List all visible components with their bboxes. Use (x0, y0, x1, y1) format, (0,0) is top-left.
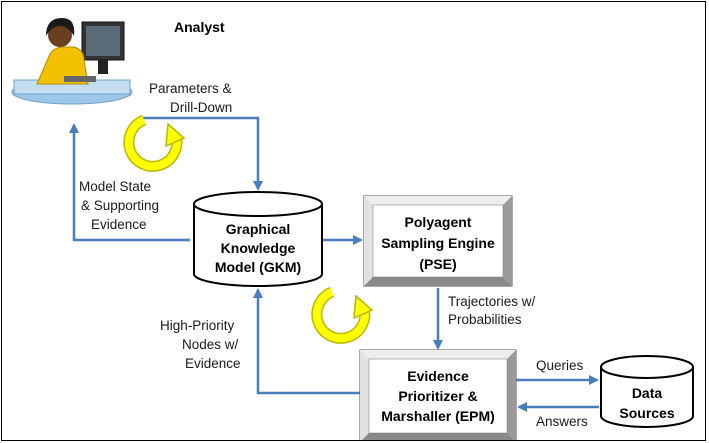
trajectories-line-1: Trajectories w/ (448, 294, 536, 309)
high-priority-label: High-Priority Nodes w/ Evidence (160, 318, 241, 371)
epm-node: Evidence Prioritizer & Marshaller (EPM) (359, 349, 517, 440)
queries-label: Queries (536, 358, 584, 373)
model-state-label: Model State & Supporting Evidence (79, 179, 159, 232)
model-state-line-3: Evidence (91, 217, 147, 232)
gkm-node: Graphical Knowledge Model (GKM) (193, 191, 323, 287)
pse-line-2: Sampling Engine (381, 235, 495, 251)
analyst-to-gkm-arrow (142, 116, 263, 191)
parameters-line-1: Parameters & (149, 81, 232, 96)
analyst-at-computer-icon (11, 18, 133, 105)
epm-to-gkm-arrow (253, 288, 360, 395)
pse-node: Polyagent Sampling Engine (PSE) (363, 195, 513, 287)
pse-line-3: (PSE) (419, 256, 456, 272)
cycle-arrow-icon (123, 114, 186, 172)
trajectories-line-2: Probabilities (448, 312, 522, 327)
high-priority-line-2: Nodes w/ (182, 337, 239, 352)
parameters-label: Parameters & Drill-Down (149, 81, 232, 115)
pse-line-1: Polyagent (405, 214, 472, 230)
high-priority-line-3: Evidence (185, 356, 241, 371)
answers-label: Answers (536, 414, 588, 429)
data-sources-line-1: Data (632, 385, 663, 401)
high-priority-line-1: High-Priority (160, 318, 235, 333)
model-state-line-2: & Supporting (81, 198, 159, 213)
gkm-line-2: Knowledge (221, 240, 296, 256)
epm-line-2: Prioritizer & (398, 388, 477, 404)
gkm-to-analyst-arrow (69, 123, 190, 242)
gkm-line-1: Graphical (226, 221, 291, 237)
model-state-line-1: Model State (79, 179, 151, 194)
epm-line-1: Evidence (407, 368, 469, 384)
trajectories-label: Trajectories w/ Probabilities (448, 294, 536, 327)
data-sources-line-2: Sources (619, 405, 674, 421)
analyst-label: Analyst (174, 19, 225, 35)
epm-line-3: Marshaller (EPM) (381, 408, 495, 424)
gkm-line-3: Model (GKM) (215, 259, 301, 275)
parameters-line-2: Drill-Down (170, 100, 232, 115)
cycle-arrow-icon (311, 286, 374, 344)
data-sources-node: Data Sources (600, 355, 694, 428)
